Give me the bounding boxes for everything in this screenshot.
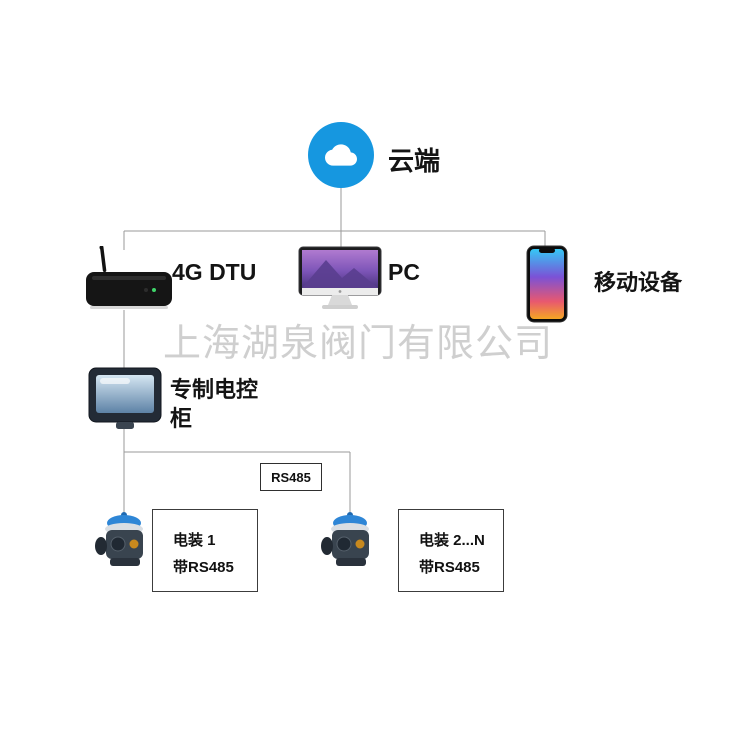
mobile-phone-icon xyxy=(526,245,568,323)
pc-monitor-icon xyxy=(298,246,382,312)
actuator1-label-box: 电装 1 带RS485 xyxy=(152,509,258,592)
dtu-router-icon xyxy=(84,245,174,312)
actuator1-icon xyxy=(90,510,162,582)
mobile-label: 移动设备 xyxy=(594,270,683,295)
actuator2-subtitle: 带RS485 xyxy=(419,559,480,576)
dtu-label: 4G DTU xyxy=(172,259,257,285)
cabinet-label-line2: 柜 xyxy=(170,406,193,431)
cloud-icon xyxy=(308,122,374,188)
actuator1-subtitle: 带RS485 xyxy=(173,559,234,576)
actuator2-icon xyxy=(316,510,388,582)
pc-label: PC xyxy=(388,259,420,285)
cloud-label: 云端 xyxy=(388,146,441,176)
cloud-glyph xyxy=(325,144,357,166)
company-watermark: 上海湖泉阀门有限公司 xyxy=(163,321,554,365)
cabinet-label: 专制电控 柜 xyxy=(170,375,258,433)
actuator2-label-box: 电装 2...N 带RS485 xyxy=(398,509,504,592)
rs485-bus-label: RS485 xyxy=(260,463,322,491)
cabinet-label-line1: 专制电控 xyxy=(170,377,259,402)
actuator2-title: 电装 2...N xyxy=(419,532,485,549)
actuator1-title: 电装 1 xyxy=(173,532,216,549)
control-cabinet-icon xyxy=(88,366,164,432)
